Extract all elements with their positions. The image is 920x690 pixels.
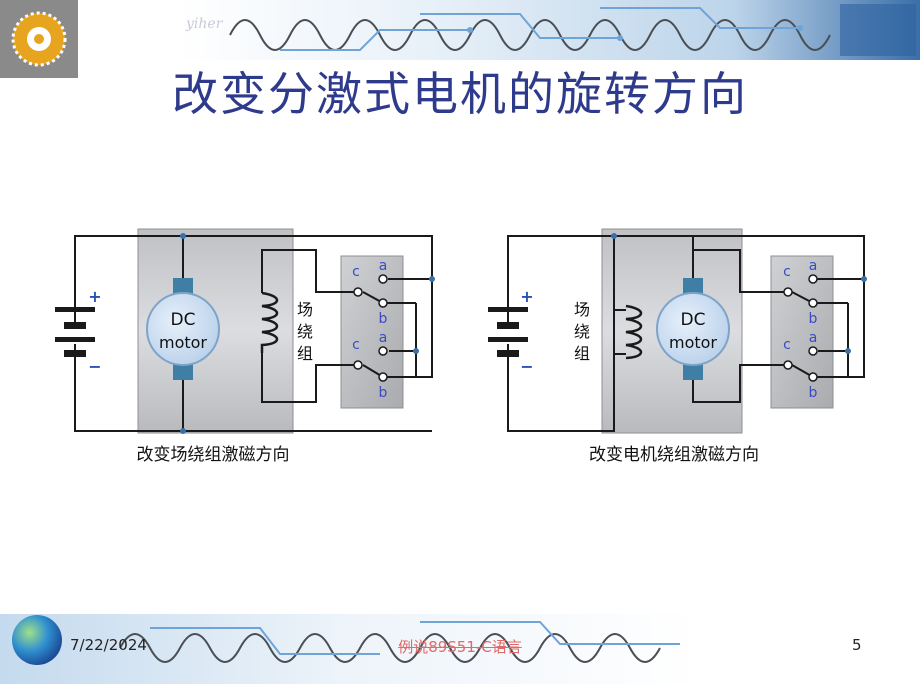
left-motor-label-motor: motor bbox=[159, 333, 207, 352]
right-coil-char-1: 场 bbox=[574, 300, 590, 319]
header-banner bbox=[180, 0, 920, 60]
right-coil-icon bbox=[625, 304, 643, 360]
right-caption: 改变电机绕组激磁方向 bbox=[589, 445, 759, 465]
right-switch-bottom-c: c bbox=[783, 337, 791, 353]
right-motor-icon bbox=[656, 278, 730, 380]
left-switch-top-c: c bbox=[352, 264, 360, 280]
right-switch-box bbox=[770, 255, 834, 409]
left-battery-minus: − bbox=[88, 357, 101, 376]
left-switch-top-b: b bbox=[379, 311, 388, 327]
gear-logo-icon bbox=[11, 11, 67, 67]
logo-box bbox=[0, 0, 78, 78]
left-coil-char-3: 组 bbox=[297, 344, 313, 363]
left-coil-icon bbox=[260, 291, 279, 353]
footer-banner bbox=[0, 614, 700, 684]
page-number: 5 bbox=[852, 636, 862, 654]
right-switch-top-b: b bbox=[809, 311, 818, 327]
right-switch-top-c: c bbox=[783, 264, 791, 280]
watermark: yiher bbox=[186, 16, 223, 32]
globe-icon bbox=[12, 615, 62, 665]
left-switch-bottom-b: b bbox=[379, 385, 388, 401]
right-motor-label-dc: DC bbox=[681, 310, 706, 330]
right-battery-plus: + bbox=[520, 287, 533, 306]
left-switch-bottom-a: a bbox=[379, 330, 388, 346]
left-switch-box bbox=[340, 255, 404, 409]
right-switch-bottom-b: b bbox=[809, 385, 818, 401]
right-coil-char-2: 绕 bbox=[574, 322, 590, 341]
left-coil-char-1: 场 bbox=[297, 300, 313, 319]
right-diagram bbox=[488, 228, 867, 434]
left-caption: 改变场绕组激磁方向 bbox=[137, 445, 290, 465]
left-motor-icon bbox=[146, 278, 220, 380]
right-battery-icon bbox=[488, 307, 528, 357]
left-coil-char-2: 绕 bbox=[297, 322, 313, 341]
right-coil-char-3: 组 bbox=[574, 344, 590, 363]
right-battery-minus: − bbox=[520, 357, 533, 376]
right-switch-bottom-a: a bbox=[809, 330, 818, 346]
left-battery-icon bbox=[55, 307, 95, 357]
footer-title: 例说89S51-C语言 bbox=[398, 638, 522, 656]
left-switch-top-a: a bbox=[379, 258, 388, 274]
left-diagram bbox=[55, 228, 435, 434]
right-switch-top-a: a bbox=[809, 258, 818, 274]
left-motor-label-dc: DC bbox=[171, 310, 196, 330]
left-switch-bottom-c: c bbox=[352, 337, 360, 353]
slide-title: 改变分激式电机的旋转方向 bbox=[172, 67, 748, 121]
right-motor-label-motor: motor bbox=[669, 333, 717, 352]
left-battery-plus: + bbox=[88, 287, 101, 306]
footer-date: 7/22/2024 bbox=[70, 636, 147, 654]
